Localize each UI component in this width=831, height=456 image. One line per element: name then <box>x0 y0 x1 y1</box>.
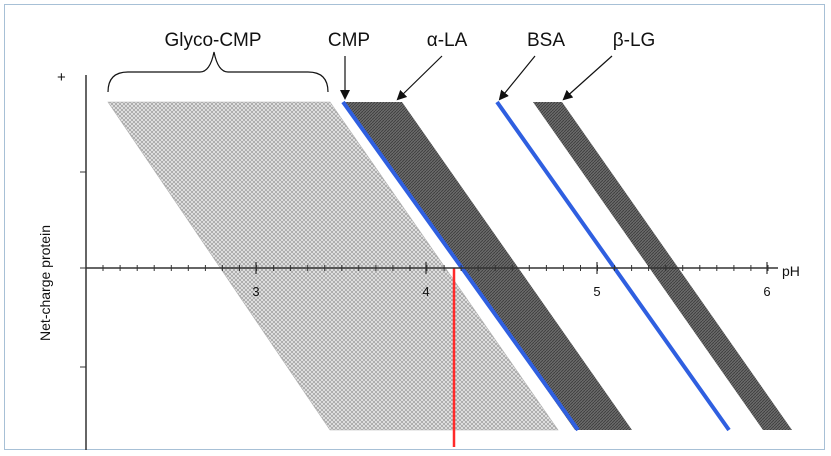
x-tick-label-6: 6 <box>763 284 770 299</box>
bsa-label: BSA <box>527 30 565 51</box>
alpha-la-band <box>345 102 632 430</box>
bsa-arrow <box>498 55 536 101</box>
y-axis-plus-label: + <box>57 69 66 86</box>
beta-lg-arrow <box>562 55 613 101</box>
y-axis-ticks <box>80 171 86 368</box>
beta-lg-label: β-LG <box>613 30 656 51</box>
cmp-label: CMP <box>328 30 370 51</box>
alpha-la-arrow <box>396 55 443 101</box>
x-axis-major-ticks <box>255 262 768 274</box>
x-tick-label-4: 4 <box>422 284 429 299</box>
x-axis-title: pH <box>782 263 800 279</box>
x-tick-label-5: 5 <box>593 284 600 299</box>
glyco-cmp-label: Glyco-CMP <box>164 30 261 51</box>
bsa-line <box>495 100 731 432</box>
beta-lg-band <box>533 102 792 430</box>
cmp-line <box>341 100 580 432</box>
glyco-cmp-brace <box>107 51 329 93</box>
x-tick-label-3: 3 <box>252 284 259 299</box>
y-axis-title: Net-charge protein <box>37 225 53 341</box>
glyco-cmp-region <box>107 101 559 431</box>
alpha-la-label: α-LA <box>427 30 468 51</box>
